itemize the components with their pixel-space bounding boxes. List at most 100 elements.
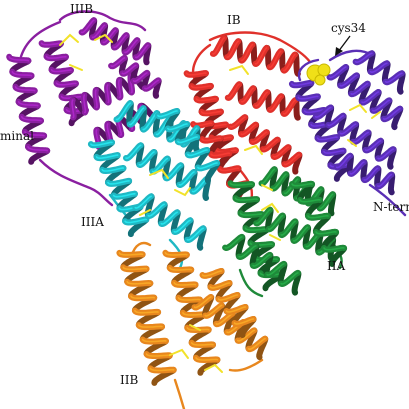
disulfide-bond [149, 168, 169, 179]
helix-highlight [209, 282, 231, 289]
disulfide-bond [229, 64, 249, 75]
helix-highlight [80, 19, 95, 34]
helix-highlight [14, 86, 36, 92]
helix-highlight [260, 168, 276, 185]
helix-highlight [339, 74, 358, 87]
helix-highlight [126, 280, 152, 285]
helix-highlight [118, 252, 144, 256]
helix-highlight [8, 56, 30, 62]
helix-highlight [267, 214, 284, 231]
helix-highlight [45, 55, 67, 60]
helix-highlight [291, 183, 313, 187]
helix-highlight [121, 64, 137, 75]
disulfide-bond [69, 64, 83, 71]
cys34-atom-cluster [306, 63, 331, 86]
loop-strand [208, 31, 312, 64]
disulfide-bond [349, 103, 367, 113]
helix-highlight [55, 82, 77, 86]
disulfide-bond [204, 363, 223, 373]
disulfide-bond [139, 209, 151, 216]
helix-highlight [219, 167, 240, 172]
domain-IIB-ribbon [116, 241, 269, 409]
helix-highlight [382, 107, 401, 121]
helix-highlight [190, 85, 212, 89]
helix-highlight [134, 309, 159, 314]
helix-highlight [377, 148, 394, 160]
helix-highlight [151, 157, 169, 173]
disulfide-bond [347, 139, 357, 147]
helix-highlight [269, 95, 282, 111]
domain-IIA-ribbon [222, 166, 348, 298]
helix-highlight [195, 98, 217, 102]
helix-highlight [254, 47, 268, 65]
label-IIA: IIA [327, 259, 345, 273]
helix-highlight [224, 236, 243, 249]
loop-strand [228, 358, 264, 372]
helix-highlight [299, 199, 321, 203]
loop-strand [38, 158, 114, 207]
helix-highlight [187, 149, 208, 157]
helix-highlight [197, 162, 218, 170]
helix-highlight [169, 267, 192, 271]
helix-highlight [315, 231, 337, 235]
helix-highlight [91, 24, 106, 39]
helix-highlight [125, 144, 142, 160]
helix-highlight [132, 72, 148, 83]
helix-highlight [280, 272, 299, 285]
helix-highlight [110, 57, 126, 68]
helix-highlight [247, 337, 266, 351]
helix-highlight [363, 167, 379, 181]
helix-highlight [225, 306, 247, 313]
helix-highlight [323, 149, 345, 154]
helix-highlight [251, 131, 268, 143]
helix-highlight [11, 71, 33, 77]
label-IIIA: IIIA [81, 215, 104, 229]
helix-highlight [177, 297, 201, 301]
helix-highlight [241, 87, 254, 103]
helix-highlight [124, 218, 148, 224]
helix-highlight [319, 193, 334, 210]
helix-highlight [178, 171, 195, 186]
disulfide-bond [371, 111, 381, 119]
helix-highlight [323, 247, 345, 251]
helix-highlight [173, 282, 197, 286]
domain-IIIA-ribbon [87, 100, 221, 270]
helix-highlight [71, 99, 75, 119]
helix-highlight [149, 367, 175, 372]
disulfide-bond [169, 348, 189, 359]
helix-highlight [204, 304, 223, 317]
helix-highlight [349, 161, 365, 175]
loop-strand [297, 58, 320, 82]
disulfide-bond [174, 187, 191, 197]
helix-highlight [292, 226, 309, 242]
helix-highlight [307, 215, 329, 219]
helix-highlight [240, 123, 257, 136]
helix-highlight [160, 211, 178, 225]
helix-highlight [173, 219, 191, 233]
helix-highlight [372, 99, 390, 112]
loop-strand [18, 20, 62, 62]
helix-highlight [113, 34, 128, 49]
helix-highlight [226, 40, 240, 59]
cys34-atom [314, 74, 326, 86]
helix-highlight [83, 94, 87, 114]
helix-highlight [283, 99, 296, 115]
label-cys34: cys34 [331, 21, 366, 35]
helix-highlight [94, 89, 98, 109]
helix-highlight [118, 79, 122, 99]
label-IB: IB [227, 13, 241, 27]
helix-highlight [339, 123, 357, 135]
helix-highlight [272, 173, 287, 190]
helix-highlight [141, 338, 167, 343]
helix-highlight [354, 52, 373, 63]
helix-highlight [255, 91, 268, 107]
label-C-terminal: minal [0, 129, 34, 143]
loop-strand [238, 268, 264, 298]
helix-highlight [129, 107, 145, 126]
helix-highlight [255, 209, 271, 225]
helix-highlight [229, 116, 246, 128]
helix-highlight [157, 110, 178, 118]
helix-highlight [107, 180, 130, 185]
helix-highlight [201, 270, 223, 277]
